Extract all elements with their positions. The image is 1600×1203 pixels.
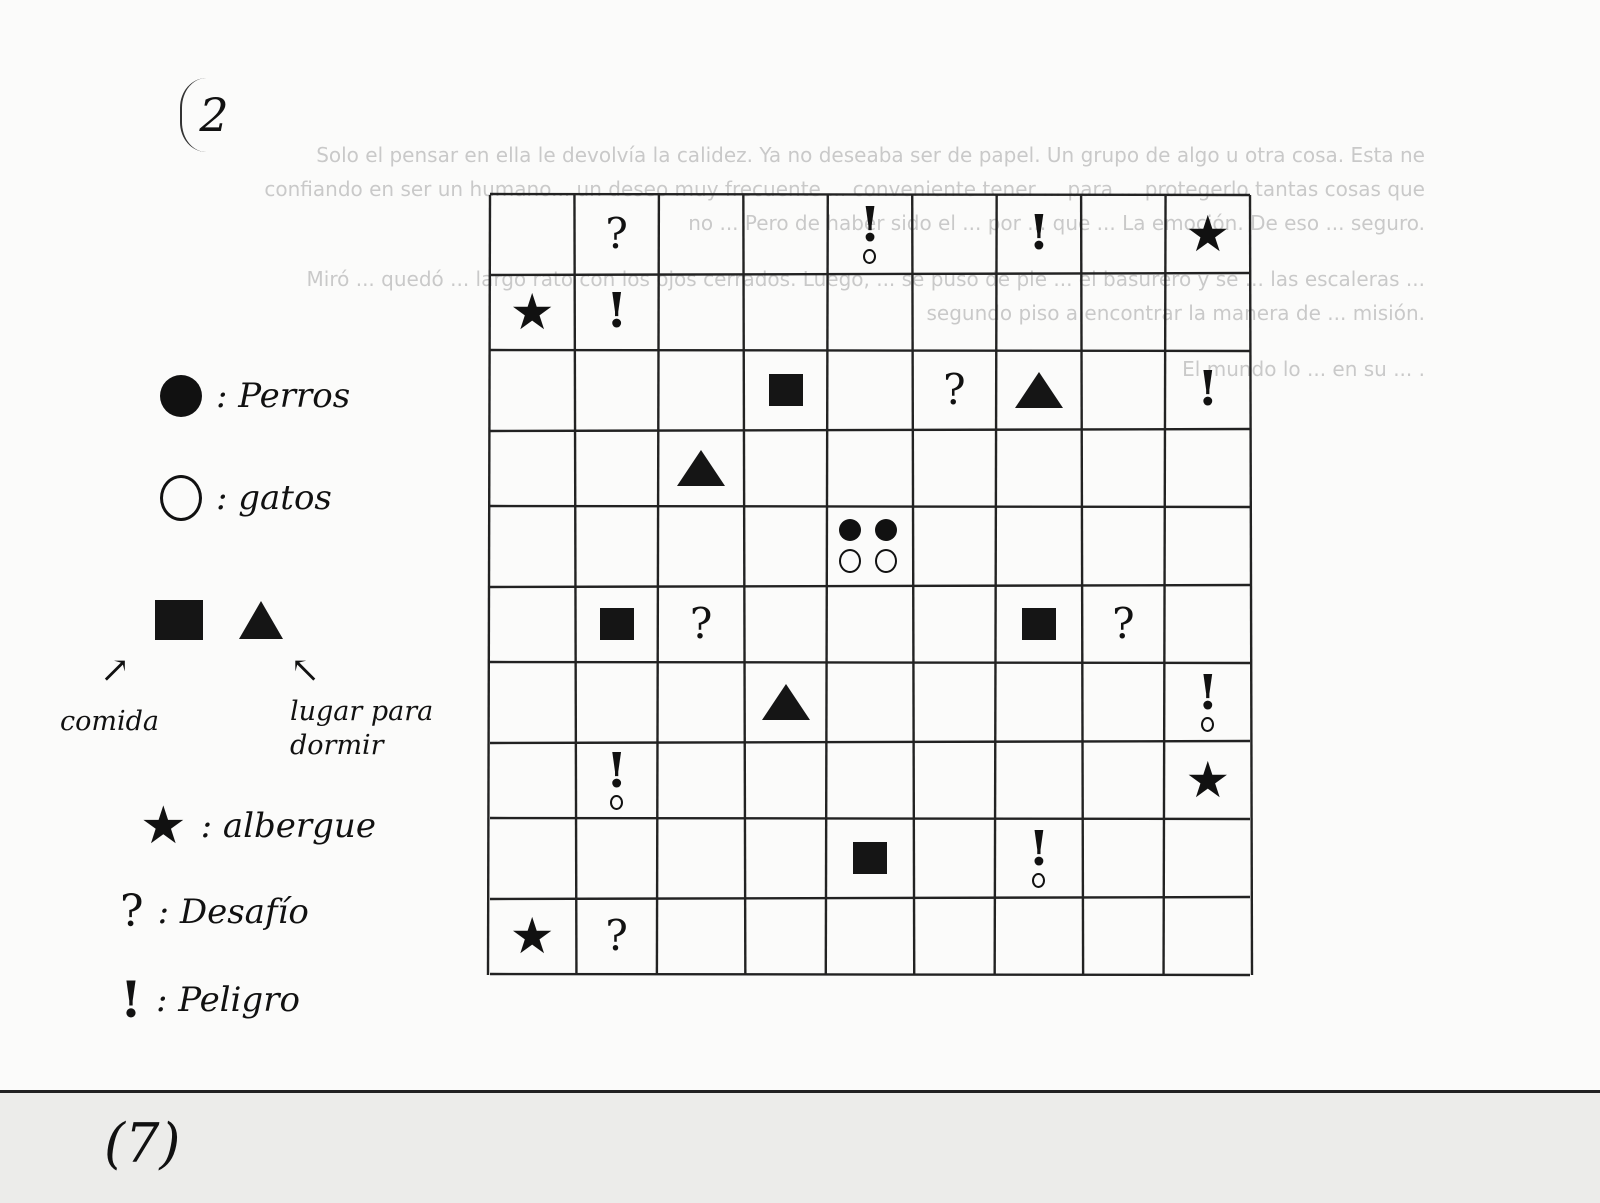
board-cell-peligro[interactable]: ! [997, 195, 1081, 273]
filled-square-icon [1021, 608, 1056, 640]
legend-gatos: : gatos [160, 475, 332, 521]
paper-underlay [0, 1090, 1600, 1203]
filled-circle-icon [160, 375, 202, 417]
exclamation-icon: ! [120, 970, 142, 1029]
filled-square-icon [768, 374, 803, 406]
grid-line-horizontal [489, 583, 1251, 589]
grid-line-horizontal [489, 192, 1251, 197]
board-cell-desafio[interactable]: ? [912, 351, 996, 429]
exclamation-icon: ! [1197, 669, 1218, 733]
legend-label-comida: comida [60, 706, 159, 737]
exclamation-icon: ! [1028, 825, 1049, 889]
board-cell-peligro[interactable]: ! [1166, 351, 1250, 429]
legend-label-desafio: : Desafío [157, 892, 309, 932]
grid-line-vertical [742, 194, 747, 976]
game-board: ?!! ★ ★!?!??!! ★! ★? [480, 190, 1260, 980]
exclamation-icon: ! [606, 283, 628, 340]
board-cell-peligro[interactable]: ! [828, 195, 912, 273]
filled-square-icon [155, 600, 203, 640]
exclamation-icon: ! [859, 201, 881, 265]
legend-label-perros: : Perros [216, 376, 351, 416]
star-icon: ★ [1185, 751, 1231, 809]
grid-line-horizontal [489, 972, 1251, 977]
exclamation-icon: ! [1028, 205, 1050, 262]
legend-label-gatos: : gatos [216, 478, 332, 518]
paper-sheet [0, 0, 1600, 1090]
filled-triangle-icon [239, 601, 283, 639]
legend-comida-lugar-icons [155, 600, 297, 640]
filled-square-icon [852, 842, 887, 874]
board-cell-desafio[interactable]: ? [659, 585, 743, 663]
legend: : Perros : gatos ↗ ↖ comida lugar para d… [60, 360, 480, 1080]
board-cell-peligro[interactable]: ! [1166, 663, 1250, 741]
question-mark-icon: ? [943, 365, 966, 414]
grid-line-vertical [655, 194, 661, 976]
board-cell-albergue[interactable]: ★ [1166, 741, 1250, 819]
open-circle-icon [160, 475, 202, 521]
board-cell-albergue[interactable]: ★ [490, 897, 574, 975]
board-cell-albergue[interactable]: ★ [490, 273, 574, 351]
filled-triangle-icon [677, 450, 726, 486]
board-cell-desafio[interactable]: ? [1081, 585, 1165, 663]
grid-line-horizontal [489, 348, 1251, 353]
board-cell-comida[interactable] [828, 819, 912, 897]
star-icon: ★ [509, 283, 555, 341]
legend-peligro: ! : Peligro [120, 975, 300, 1025]
board-cell-peligro[interactable]: ! [997, 819, 1081, 897]
legend-perros: : Perros [160, 375, 350, 417]
question-mark-icon: ? [120, 886, 144, 937]
board-grid [486, 192, 1254, 977]
board-cell-desafio[interactable]: ? [574, 897, 658, 975]
page-number-bottom: (7) [104, 1112, 181, 1175]
board-cell-start[interactable] [828, 507, 912, 585]
grid-line-vertical [1248, 194, 1254, 976]
faint-paragraph: El mundo lo ... en su ... . [1182, 357, 1425, 381]
arrow-icon: ↗ [100, 650, 131, 691]
board-cell-lugar[interactable] [997, 351, 1081, 429]
question-mark-icon: ? [605, 209, 628, 258]
legend-desafio: ? : Desafío [120, 890, 309, 934]
grid-line-vertical [486, 194, 492, 976]
board-cell-peligro[interactable]: ! [574, 741, 658, 819]
legend-label-lugar: lugar para dormir [290, 696, 434, 761]
grid-line-horizontal [489, 739, 1251, 745]
board-cell-albergue[interactable]: ★ [1166, 195, 1250, 273]
filled-triangle-icon [761, 684, 810, 720]
board-cell-lugar[interactable] [743, 663, 827, 741]
filled-square-icon [599, 608, 634, 640]
board-cell-lugar[interactable] [659, 429, 743, 507]
question-mark-icon: ? [605, 911, 628, 960]
faint-paragraph: Miró ... quedó ... largo rato con los oj… [306, 267, 1425, 325]
legend-label-albergue: : albergue [200, 806, 376, 846]
legend-albergue: ★ : albergue [140, 800, 376, 852]
grid-line-horizontal [489, 816, 1251, 821]
grid-line-horizontal [489, 504, 1251, 509]
grid-line-horizontal [489, 895, 1251, 901]
board-cell-desafio[interactable]: ? [574, 195, 658, 273]
board-cell-peligro[interactable]: ! [574, 273, 658, 351]
page-number-top: 2 [180, 78, 246, 152]
grid-line-vertical [573, 194, 578, 976]
board-cell-comida[interactable] [997, 585, 1081, 663]
filled-triangle-icon [1014, 372, 1063, 408]
arrow-icon: ↖ [290, 650, 321, 691]
legend-label-peligro: : Peligro [155, 980, 300, 1020]
exclamation-icon: ! [1197, 361, 1219, 418]
board-cell-comida[interactable] [743, 351, 827, 429]
question-mark-icon: ? [1112, 599, 1135, 648]
board-cell-comida[interactable] [574, 585, 658, 663]
pets-start-icon [838, 519, 901, 573]
exclamation-icon: ! [606, 747, 627, 811]
grid-line-horizontal [489, 660, 1251, 665]
question-mark-icon: ? [689, 599, 713, 648]
star-icon: ★ [140, 796, 187, 856]
grid-line-horizontal [489, 427, 1251, 433]
faint-paragraph: Solo el pensar en ella le devolvía la ca… [264, 143, 1425, 235]
grid-line-horizontal [489, 271, 1251, 277]
bleed-through-text: Solo el pensar en ella le devolvía la ca… [255, 138, 1425, 408]
star-icon: ★ [509, 907, 555, 965]
star-icon: ★ [1185, 205, 1231, 263]
